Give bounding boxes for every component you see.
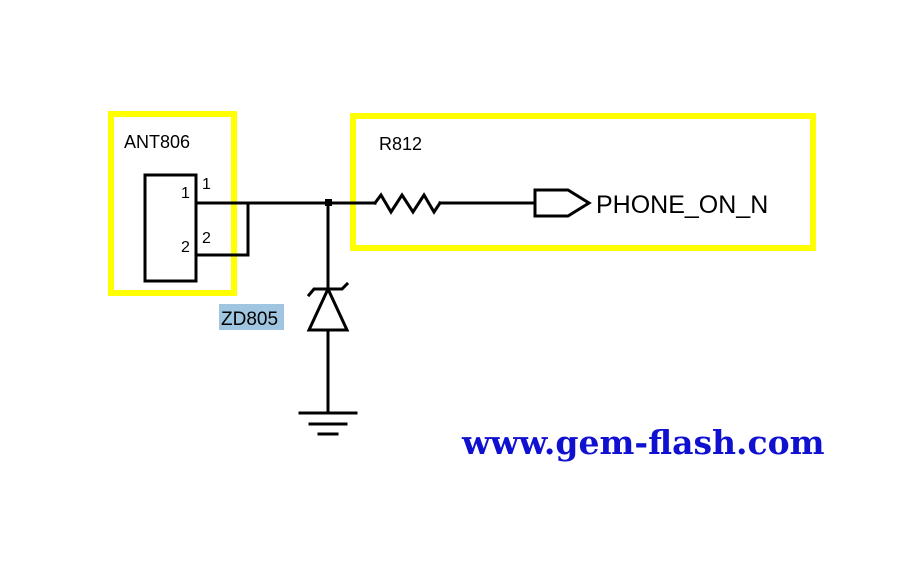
connector-pin1-outer-label: 1 [202, 176, 211, 193]
connector-pin1-inner-label: 1 [181, 185, 190, 202]
connector-pin-loop-wire [194, 201, 250, 257]
connector-ref-label: ANT806 [124, 132, 190, 152]
net-port-arrow [533, 188, 592, 218]
diode-ref-label: ZD805 [221, 309, 278, 330]
net-label: PHONE_ON_N [596, 191, 768, 219]
connector-pin2-outer-label: 2 [202, 230, 211, 247]
watermark-text: www.gem-flash.com [461, 423, 825, 462]
zener-triangle [306, 285, 350, 332]
diode-label-highlight [219, 304, 284, 330]
ground-icon [298, 411, 358, 436]
resistor-symbol [372, 192, 443, 215]
resistor-ref-label: R812 [379, 134, 422, 154]
resistor-net-highlight-box [350, 113, 816, 251]
connector-pin2-inner-label: 2 [181, 239, 190, 256]
connector-body [143, 173, 198, 283]
